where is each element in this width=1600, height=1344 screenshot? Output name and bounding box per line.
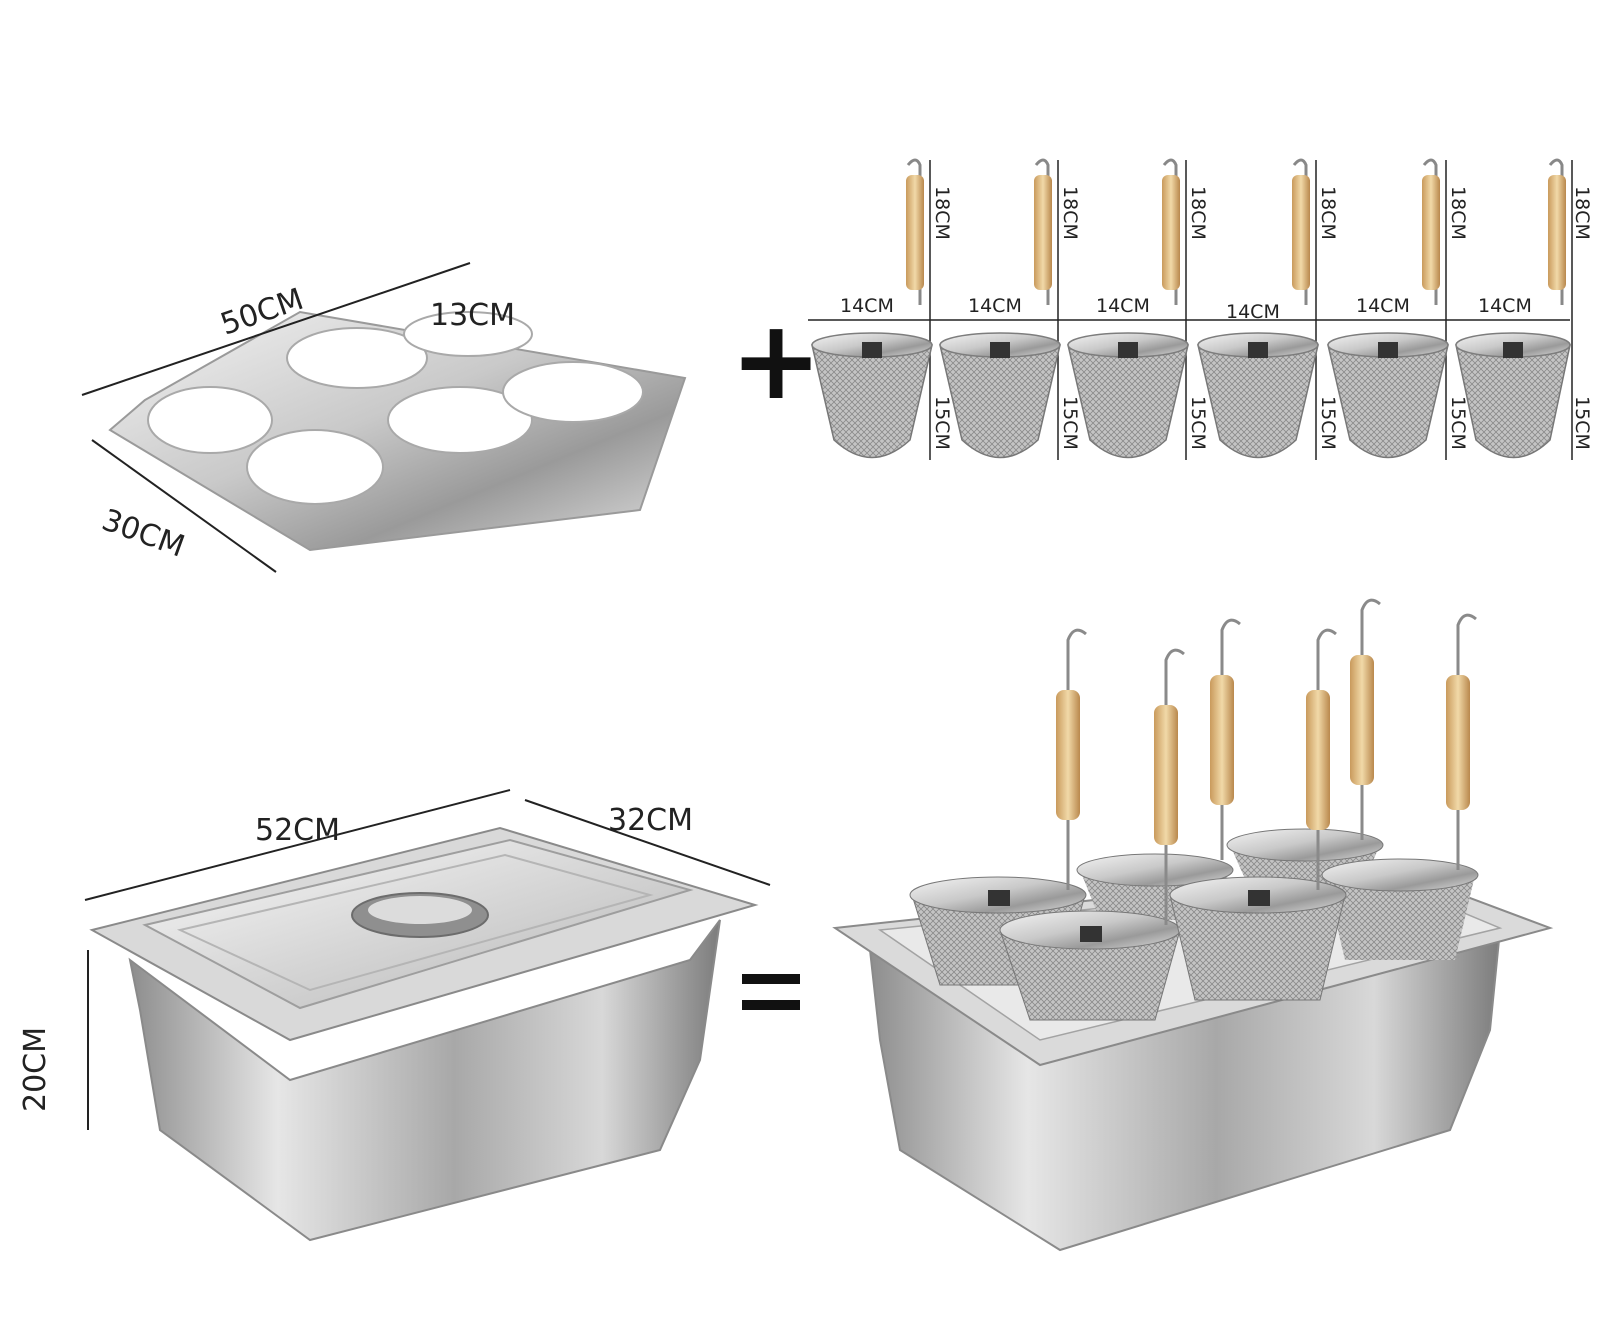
basket-height-label: 15CM xyxy=(1059,396,1081,450)
pan-width-line xyxy=(524,799,771,886)
basket-item: 14CM 18CM 15CM xyxy=(1327,158,1469,460)
basket-diameter-label: 14CM xyxy=(1478,295,1532,317)
basket-diameter-label: 14CM xyxy=(968,295,1022,317)
basket-handle-label: 18CM xyxy=(1187,186,1209,240)
basket-height-label: 15CM xyxy=(1317,396,1339,450)
basket-handle-label: 18CM xyxy=(1059,186,1081,240)
set-handles xyxy=(1056,598,1477,925)
plate-hole xyxy=(147,386,273,454)
basket-height-label: 15CM xyxy=(931,396,953,450)
basket-height-label: 15CM xyxy=(1447,396,1469,450)
basket-item: 14CM 18CM 15CM xyxy=(1455,158,1593,460)
basket-item: 14CM 18CM 15CM xyxy=(939,158,1081,460)
plate-width-label: 30CM xyxy=(97,503,189,565)
plate-hole xyxy=(286,327,428,389)
plate-width-line xyxy=(91,439,277,573)
assembled-set xyxy=(832,598,1554,1252)
set-basket xyxy=(1169,876,1347,1001)
basket-diameter-label: 14CM xyxy=(840,295,894,317)
set-basket xyxy=(999,910,1181,1021)
pan-length-line xyxy=(84,789,511,901)
basket-height-label: 15CM xyxy=(1187,396,1209,450)
pan-height-label: 20CM xyxy=(18,1027,53,1112)
plate-hole-label: 13CM xyxy=(430,298,515,333)
equals-symbol: = xyxy=(742,974,800,1010)
basket-item: 14CM 18CM 15CM xyxy=(1067,158,1209,460)
plate-hole xyxy=(246,429,384,505)
basket-diameter-label: 14CM xyxy=(1096,295,1150,317)
plate-hole xyxy=(502,361,644,423)
basket-diameter-label: 14CM xyxy=(1356,295,1410,317)
basket-handle-label: 18CM xyxy=(1447,186,1469,240)
basket-item: 14CM 18CM 15CM xyxy=(1197,158,1339,460)
lidded-pan xyxy=(89,826,759,1242)
basket-diameter-label: 14CM xyxy=(1226,301,1280,323)
plate-hole xyxy=(387,386,533,454)
plate-length-line xyxy=(81,262,471,396)
basket-height-label: 15CM xyxy=(1571,396,1593,450)
basket-handle-label: 18CM xyxy=(1317,186,1339,240)
pan-length-label: 52CM xyxy=(255,813,340,848)
basket-handle-label: 18CM xyxy=(931,186,953,240)
pan-width-label: 32CM xyxy=(608,803,693,838)
plus-symbol: + xyxy=(730,296,822,424)
basket-item: 14CM 18CM 15CM xyxy=(811,158,953,460)
plate-hole xyxy=(403,311,533,357)
hole-plate xyxy=(108,310,687,552)
basket-handle-label: 18CM xyxy=(1571,186,1593,240)
set-basket xyxy=(1321,858,1479,960)
